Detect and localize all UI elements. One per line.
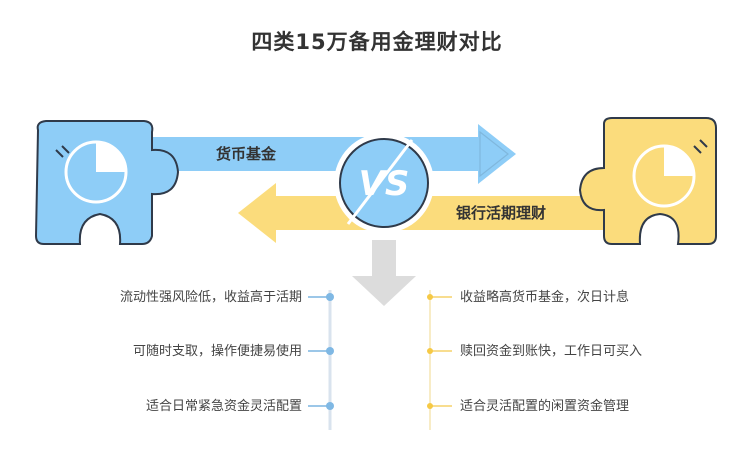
right-feature-2: 赎回资金到账快，工作日可买入 (460, 344, 643, 359)
left-dot (326, 347, 334, 355)
left-feature-3: 适合日常紧急资金灵活配置 (145, 399, 302, 414)
left-feature-1: 流动性强风险低，收益高于活期 (119, 290, 302, 305)
vs-badge: VS (334, 133, 434, 233)
right-dot (427, 403, 433, 409)
left-dot (326, 402, 334, 410)
right-puzzle-piece (578, 117, 717, 245)
right-feature-1: 收益略高货币基金，次日计息 (460, 290, 630, 305)
left-feature-2: 可随时支取，操作便捷易使用 (132, 344, 302, 359)
right-connectors (430, 296, 452, 407)
blue-arrow (150, 124, 516, 184)
left-option-name: 货币基金 (216, 145, 277, 163)
right-dot (427, 294, 433, 300)
left-dot (326, 293, 334, 301)
right-option-name: 银行活期理财 (456, 204, 547, 222)
down-arrow (352, 240, 416, 306)
right-feature-3: 适合灵活配置的闲置资金管理 (460, 399, 630, 414)
vs-text: VS (359, 164, 410, 204)
right-dot (427, 348, 433, 354)
left-puzzle-piece (34, 120, 180, 245)
page-title: 四类15万备用金理财对比 (251, 30, 503, 54)
yellow-arrow (238, 183, 622, 243)
